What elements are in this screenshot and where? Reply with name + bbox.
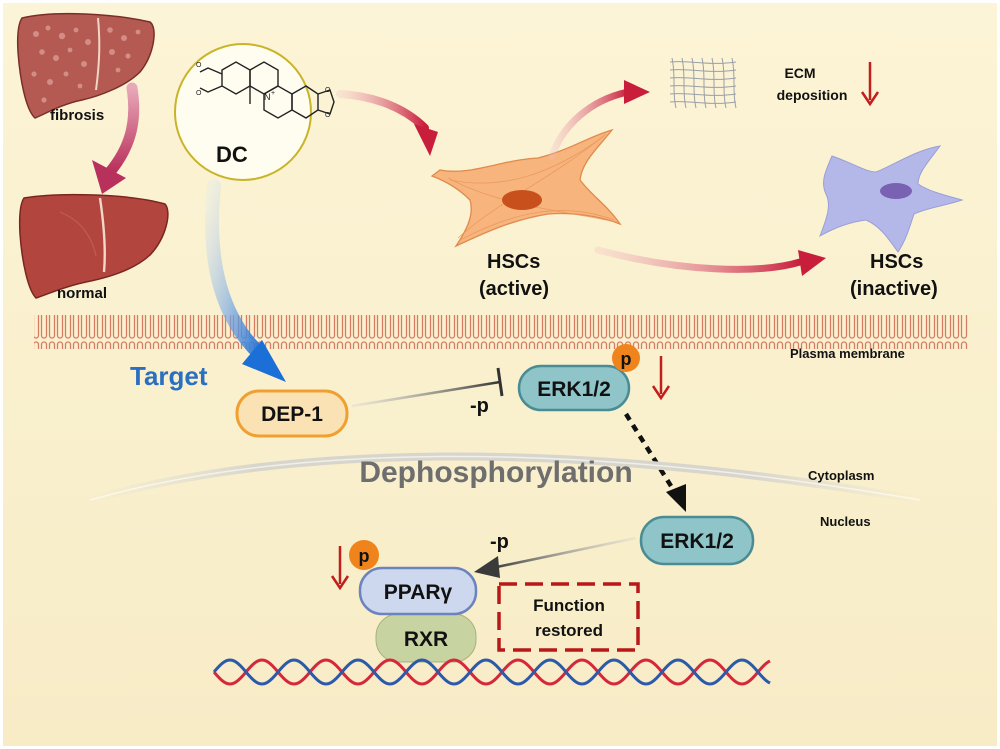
dc-to-hsc-arrow — [336, 90, 438, 156]
svg-text:p: p — [621, 349, 632, 369]
dna-strand — [212, 658, 771, 686]
dna-strand — [212, 658, 771, 686]
dc-to-dep1-arrow — [205, 179, 286, 382]
hsc-active-label-line2: (active) — [479, 278, 549, 300]
ecm-label-line1: ECM — [784, 65, 815, 81]
nucleus-p-label: -p — [490, 531, 509, 553]
hsc-active-cell-icon — [430, 128, 622, 248]
svg-text:O: O — [196, 90, 202, 97]
hsc-active-to-inactive-arrow — [594, 246, 826, 276]
normal-liver-icon — [18, 193, 169, 299]
ecm-label-line2: deposition — [777, 87, 848, 103]
ppar-phospho-badge: p — [349, 540, 379, 570]
erk-translocation-arrow — [624, 412, 686, 512]
hsc-inactive-cell-icon — [819, 145, 964, 253]
erk-down-arrow — [651, 356, 671, 401]
hsc-inactive-label-line1: HSCs — [870, 251, 923, 273]
rxr-label: RXR — [404, 628, 448, 651]
dep1-inhibits-erk — [351, 367, 504, 408]
target-label: Target — [130, 361, 208, 391]
fibrosis-label: fibrosis — [50, 107, 104, 124]
liver-transition-arrow — [92, 82, 140, 194]
svg-text:O: O — [325, 112, 331, 119]
inhibit-p-label: -p — [470, 395, 489, 417]
ecm-mesh-icon — [669, 57, 737, 109]
dc-label: DC — [216, 142, 248, 167]
erk-nucleus-label: ERK1/2 — [660, 530, 734, 553]
hsc-inactive-label-line2: (inactive) — [850, 278, 938, 300]
normal-label: normal — [57, 285, 107, 302]
nucleus-label: Nucleus — [820, 514, 871, 529]
erk-phospho-badge: p — [612, 344, 640, 372]
plasma-membrane-label: Plasma membrane — [790, 346, 905, 361]
dephosphorylation-label: Dephosphorylation — [359, 456, 632, 489]
erk-to-ppar-arrow — [474, 536, 637, 578]
svg-text:O: O — [325, 87, 331, 94]
svg-text:+: + — [271, 90, 275, 97]
svg-text:O: O — [196, 62, 202, 69]
dna-helix-icon — [212, 658, 771, 686]
hsc-active-label-line1: HSCs — [487, 251, 540, 273]
hsc-to-ecm-arrow — [548, 80, 650, 160]
erk-membrane-label: ERK1/2 — [537, 378, 611, 401]
svg-text:N: N — [264, 92, 271, 102]
ppar-down-arrow — [330, 546, 350, 591]
erk-nucleus-node[interactable]: ERK1/2 — [639, 515, 755, 566]
erk-membrane-node[interactable]: ERK1/2 — [517, 364, 631, 412]
ppar-label: PPARγ — [384, 581, 453, 604]
function-restored-box: Function restored — [497, 582, 640, 652]
rxr-node[interactable]: RXR — [375, 613, 477, 663]
cytoplasm-label: Cytoplasm — [808, 468, 874, 483]
svg-text:p: p — [359, 546, 370, 566]
function-label-line1: Function — [533, 596, 605, 615]
dep1-label: DEP-1 — [261, 403, 323, 426]
nuclear-envelope — [88, 452, 921, 504]
ecm-down-arrow — [860, 62, 880, 107]
ppar-node[interactable]: PPARγ — [358, 566, 478, 616]
fibrotic-liver-icon — [16, 12, 155, 119]
function-label-line2: restored — [535, 621, 603, 640]
plasma-membrane-band — [34, 315, 968, 349]
dc-molecule-icon: N + O O O O — [174, 43, 335, 181]
dep1-node[interactable]: DEP-1 — [235, 389, 349, 438]
